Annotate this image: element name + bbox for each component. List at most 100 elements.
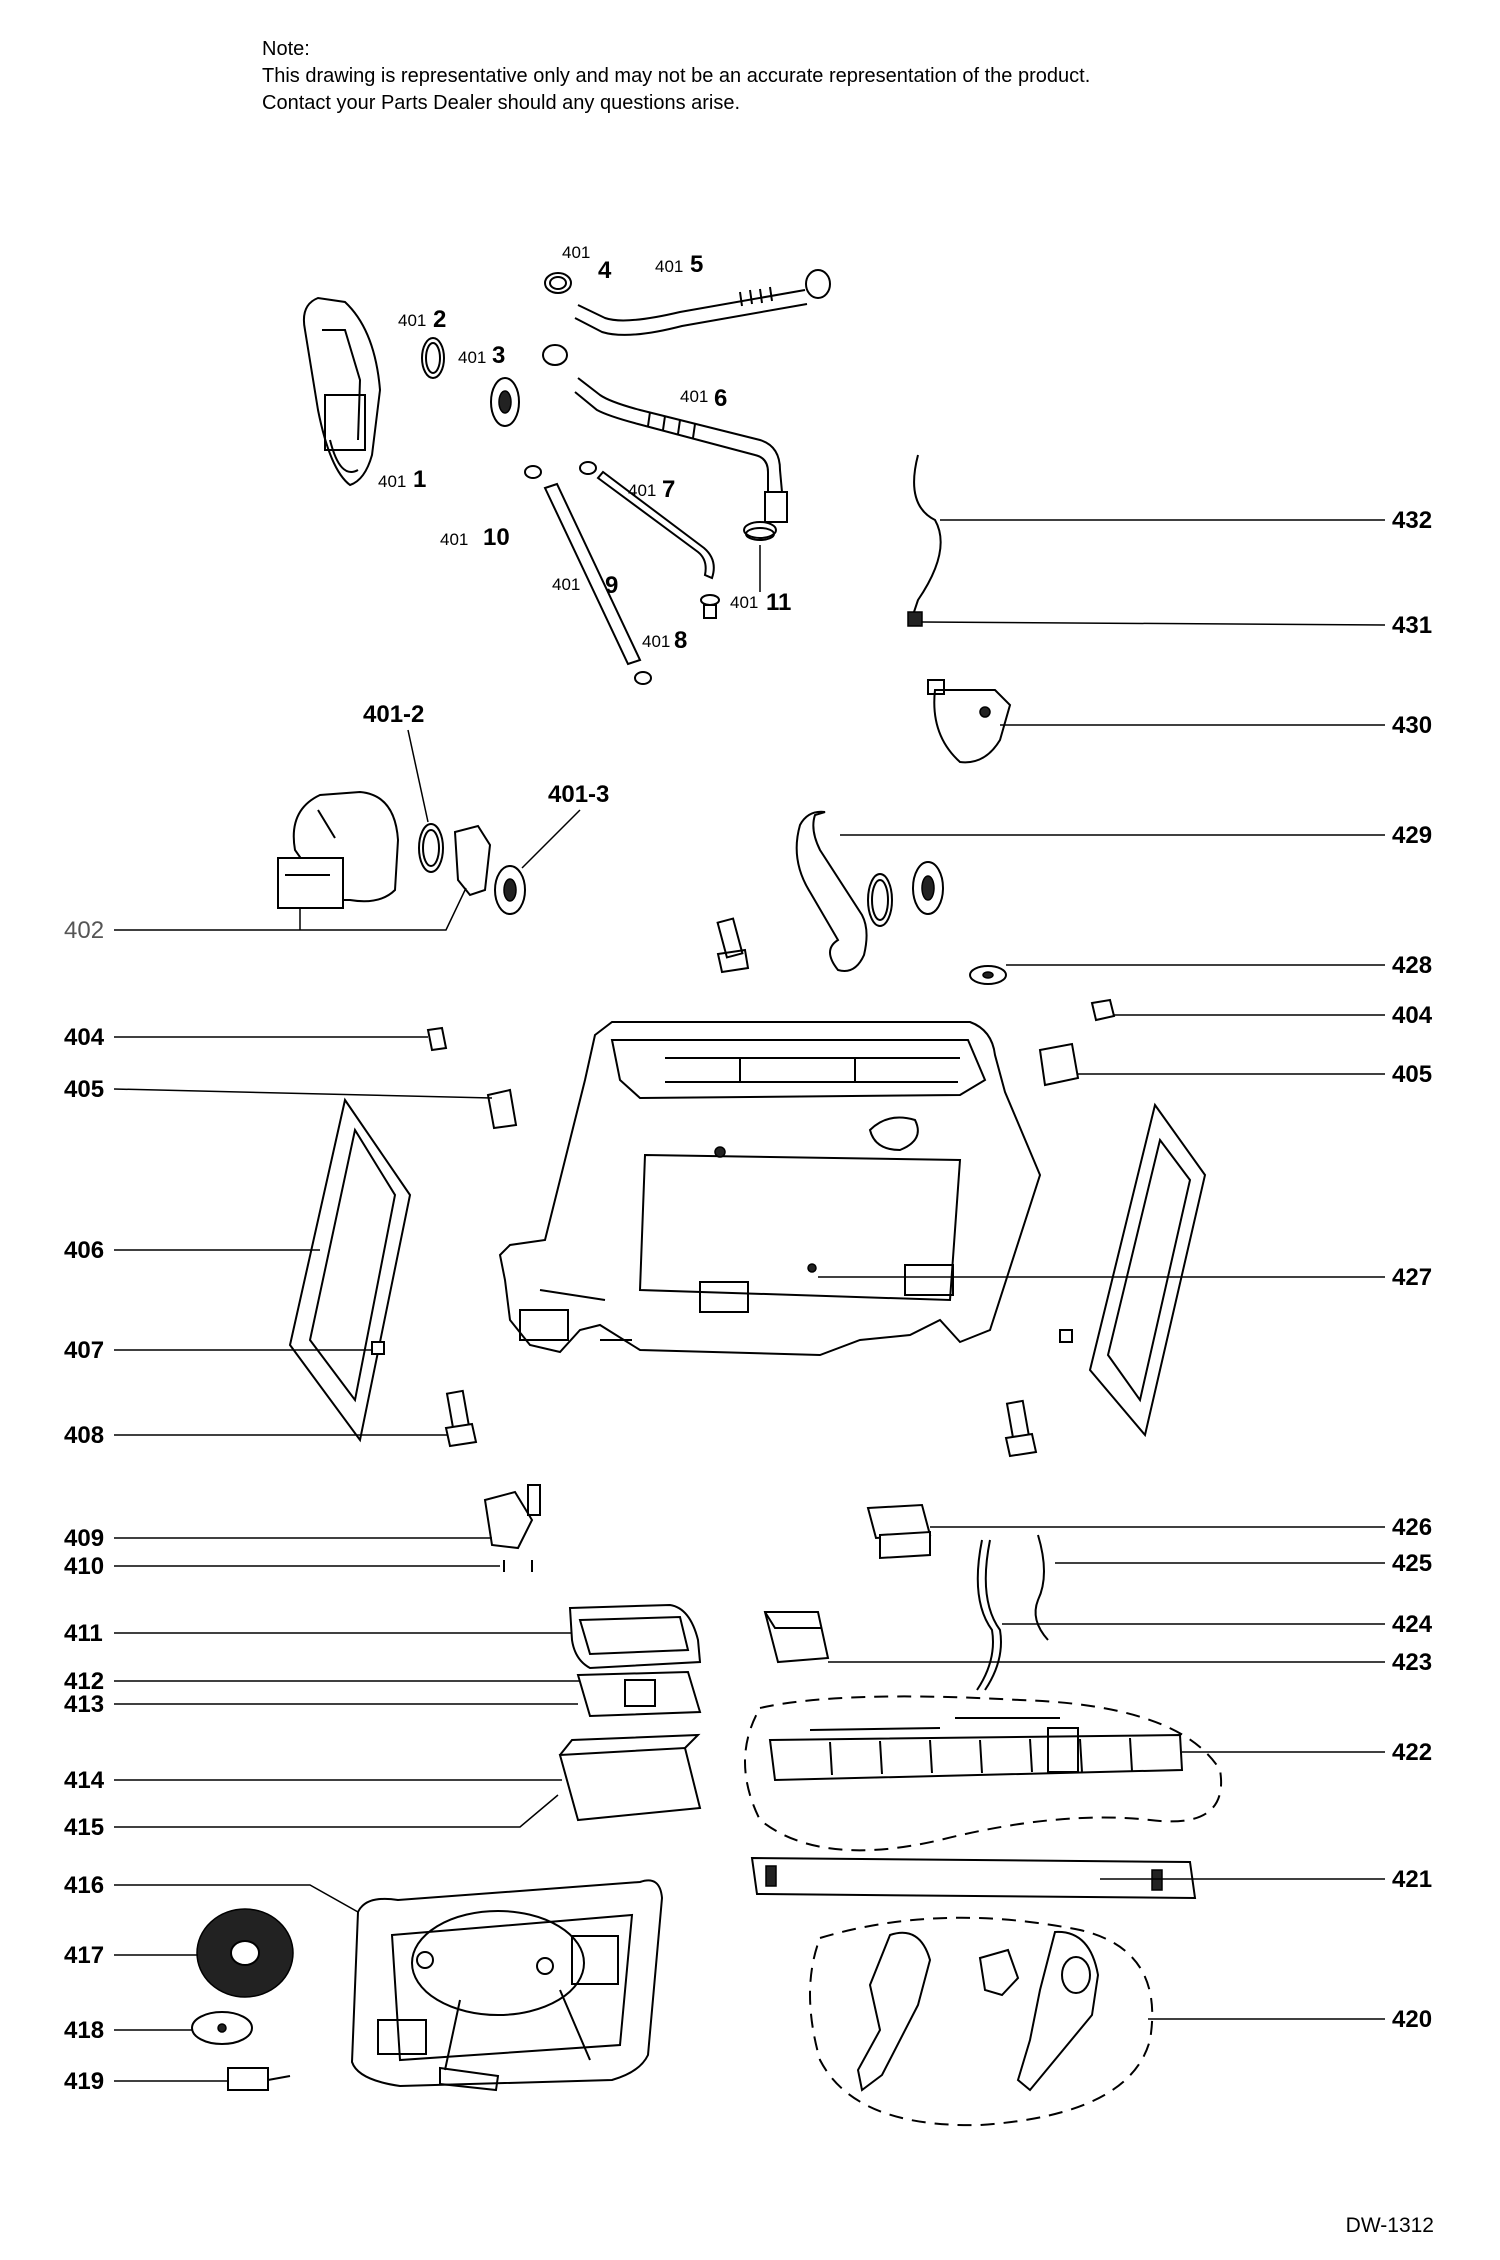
- label-418: 418: [64, 2017, 192, 2044]
- part-404-left-clip: [426, 1026, 448, 1052]
- part-418-washer: [191, 2011, 253, 2045]
- note-title: Note:: [262, 38, 310, 60]
- label-405-right: 405: [1078, 1061, 1432, 1088]
- label-423: 423: [828, 1649, 1432, 1676]
- part-right-side-panel: [1059, 1102, 1207, 1438]
- svg-text:429: 429: [1392, 822, 1432, 849]
- svg-text:409: 409: [64, 1525, 104, 1552]
- svg-text:10: 10: [483, 524, 510, 551]
- svg-text:401: 401: [552, 575, 580, 594]
- label-427: 427: [818, 1264, 1432, 1291]
- callout-401-4: 401 4: [562, 243, 612, 284]
- svg-text:401-3: 401-3: [548, 781, 609, 808]
- svg-text:401: 401: [655, 257, 683, 276]
- label-404-right: 404: [1114, 1002, 1433, 1029]
- part-406-left-panel: [288, 1097, 412, 1443]
- callout-401-11: 401 11: [730, 589, 791, 616]
- svg-text:407: 407: [64, 1337, 104, 1364]
- svg-text:417: 417: [64, 1942, 104, 1969]
- svg-text:2: 2: [433, 306, 446, 333]
- svg-text:405: 405: [64, 1076, 104, 1103]
- part-431-connector: [907, 611, 923, 627]
- svg-text:410: 410: [64, 1553, 104, 1580]
- callout-401-10: 401 10: [440, 524, 510, 551]
- label-419: 419: [64, 2068, 228, 2095]
- callout-401-2: 401 2: [398, 306, 446, 333]
- svg-text:404: 404: [1392, 1002, 1433, 1029]
- label-408: 408: [64, 1422, 448, 1449]
- part-408-left-leg-bolt: [444, 1389, 478, 1448]
- part-401-1-vent-duct: [302, 296, 382, 487]
- label-414: 414: [64, 1767, 562, 1794]
- svg-text:405: 405: [1392, 1061, 1432, 1088]
- label-421: 421: [1100, 1866, 1432, 1893]
- svg-text:425: 425: [1392, 1550, 1432, 1577]
- part-right-leg-bolt: [1004, 1399, 1038, 1458]
- part-423-bracket: [763, 1611, 830, 1664]
- svg-text:401: 401: [680, 387, 708, 406]
- part-428-washer: [969, 965, 1007, 985]
- label-413: 413: [64, 1691, 578, 1718]
- svg-text:401: 401: [562, 243, 590, 262]
- part-401-8-fitting: [700, 594, 720, 619]
- label-407: 407: [64, 1337, 372, 1364]
- svg-text:401: 401: [398, 311, 426, 330]
- part-424-wire-harness: [976, 1539, 1002, 1691]
- label-420: 420: [1148, 2006, 1432, 2033]
- svg-text:404: 404: [64, 1024, 105, 1051]
- callout-401-dash-3: 401-3: [521, 781, 609, 869]
- part-420-hinge-assembly: [809, 1916, 1154, 2127]
- svg-text:1: 1: [413, 466, 426, 493]
- label-422: 422: [1182, 1739, 1432, 1766]
- svg-text:415: 415: [64, 1814, 104, 1841]
- part-401-2-seal-ring: [421, 337, 445, 379]
- svg-text:421: 421: [1392, 1866, 1432, 1893]
- svg-text:401: 401: [642, 632, 670, 651]
- label-426: 426: [930, 1514, 1432, 1541]
- svg-text:8: 8: [674, 627, 687, 654]
- label-415: 415: [64, 1794, 559, 1841]
- label-406: 406: [64, 1237, 320, 1264]
- svg-text:401: 401: [730, 593, 758, 612]
- part-401-3-grommet: [490, 377, 520, 427]
- drawing-code: DW-1312: [1345, 2214, 1434, 2237]
- part-404-right-clip: [1090, 998, 1116, 1022]
- part-401-10-o-ring: [524, 465, 542, 479]
- callout-401-dash-2: 401-2: [363, 701, 429, 823]
- label-411: 411: [64, 1620, 572, 1647]
- label-417: 417: [64, 1942, 198, 1969]
- label-424: 424: [1002, 1611, 1433, 1638]
- svg-text:7: 7: [662, 476, 675, 503]
- svg-text:401: 401: [440, 530, 468, 549]
- note-line-1: This drawing is representative only and …: [262, 65, 1091, 87]
- svg-text:422: 422: [1392, 1739, 1432, 1766]
- part-401-11-connector: [745, 527, 775, 541]
- label-428: 428: [1006, 952, 1432, 979]
- label-431: 431: [921, 612, 1432, 639]
- part-401-5-drain-hose: [542, 269, 831, 366]
- callout-401-5: 401 5: [655, 251, 703, 278]
- svg-text:430: 430: [1392, 712, 1432, 739]
- part-409-water-valve: [483, 1484, 541, 1550]
- part-422-toe-kick-assembly: [744, 1695, 1223, 1852]
- svg-text:402: 402: [64, 917, 104, 944]
- callout-401-9: 401 9: [552, 572, 618, 599]
- callout-401-3: 401 3: [458, 342, 505, 369]
- svg-text:408: 408: [64, 1422, 104, 1449]
- part-405-right-bracket: [1038, 1042, 1080, 1087]
- svg-text:426: 426: [1392, 1514, 1432, 1541]
- svg-text:431: 431: [1392, 612, 1432, 639]
- label-412: 412: [64, 1668, 580, 1695]
- part-419-micro-switch: [227, 2067, 291, 2091]
- label-425: 425: [1055, 1550, 1432, 1577]
- svg-text:423: 423: [1392, 1649, 1432, 1676]
- callout-401-8: 401 8: [642, 627, 687, 654]
- callout-401-1: 401 1: [378, 466, 426, 493]
- label-405-left: 405: [64, 1076, 493, 1103]
- note-line-2: Contact your Parts Dealer should any que…: [262, 92, 741, 114]
- svg-text:420: 420: [1392, 2006, 1432, 2033]
- part-414-housing-cover: [558, 1733, 702, 1822]
- label-410: 410: [64, 1553, 500, 1580]
- part-401-7-tube: [579, 461, 715, 580]
